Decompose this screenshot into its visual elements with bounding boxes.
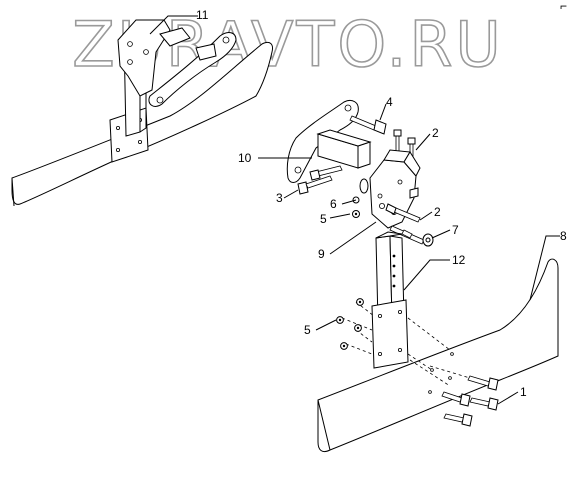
part-2-lower-bolt	[385, 203, 421, 223]
callout-5-upper-label: 5	[320, 212, 327, 226]
small-nut	[409, 187, 419, 199]
callout-9: 9	[318, 221, 377, 261]
callout-2-upper: 2	[415, 126, 439, 151]
callout-12: 12	[403, 253, 466, 291]
part-5-upper-nut	[352, 210, 360, 218]
callout-3-label: 3	[276, 191, 283, 205]
part-1-bolts	[441, 375, 499, 427]
callout-10: 10	[238, 151, 312, 165]
callout-2-lower-label: 2	[434, 205, 441, 219]
corner-mark: ⌐	[560, 0, 567, 13]
hole-guides	[341, 301, 471, 387]
callout-7-label: 7	[452, 223, 459, 237]
callout-6-label: 6	[330, 197, 337, 211]
callout-10-label: 10	[238, 151, 252, 165]
callout-1-label: 1	[520, 385, 527, 399]
part-7-pin	[389, 225, 434, 247]
callout-1: 1	[497, 385, 527, 405]
part-8-blade	[317, 258, 559, 453]
callout-9-label: 9	[318, 247, 325, 261]
callout-3: 3	[276, 189, 299, 205]
blade-holes	[428, 352, 454, 394]
callout-5-lower-label: 5	[304, 323, 311, 337]
callout-11-label: 11	[196, 8, 209, 22]
callout-8-label: 8	[560, 229, 567, 243]
callout-12-label: 12	[452, 253, 466, 267]
assembled-blade-view	[11, 19, 273, 207]
part-12-post	[371, 231, 409, 369]
part-3-bolt	[297, 165, 343, 195]
assembled-blade	[11, 41, 273, 205]
callout-2-lower: 2	[419, 205, 441, 221]
callout-5-upper: 5	[320, 212, 351, 226]
assembled-bracket	[117, 19, 171, 97]
part-6-pin	[352, 178, 369, 204]
callout-8: 8	[529, 229, 567, 301]
callout-2-upper-label: 2	[432, 126, 439, 140]
callout-5-lower: 5	[304, 319, 337, 337]
callout-4: 4	[379, 95, 393, 121]
callout-4-label: 4	[386, 95, 393, 109]
callout-11: 11	[149, 8, 209, 35]
callout-7: 7	[431, 223, 459, 239]
part-4-bolt	[349, 115, 387, 135]
part-10-arm	[286, 99, 372, 183]
callout-6: 6	[330, 197, 357, 211]
part-5-lower-nuts	[336, 298, 364, 350]
